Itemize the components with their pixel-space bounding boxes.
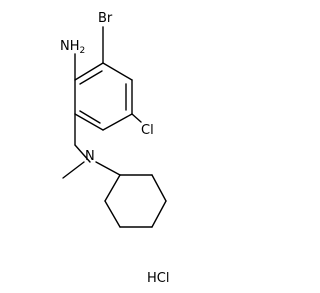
chlorine-label: Cl <box>141 123 154 138</box>
bond-methylene-to-nitrogen <box>74 144 91 163</box>
cyclohexane-bond-6 <box>104 174 121 202</box>
ring-double-bond-inner-a <box>79 70 103 85</box>
amine-label: NH2 <box>60 39 85 56</box>
ring-double-bond-inner-c <box>79 110 101 124</box>
ring-bond-4-5 <box>102 113 133 131</box>
bromine-label: Br <box>98 11 113 26</box>
cyclohexane-bond-2 <box>151 174 167 202</box>
molecule-figure: NH2 Br Cl N HCl <box>60 11 170 286</box>
structure-drawing: NH2 Br Cl N HCl <box>60 11 169 286</box>
salt-label: HCl <box>147 271 169 286</box>
cyclohexane-bond-5 <box>104 200 121 228</box>
ring-bond-5-6 <box>74 113 104 131</box>
bond-ring-to-chlorine <box>131 113 142 123</box>
cyclohexane-bond-3 <box>151 200 167 228</box>
bond-nitrogen-to-methyl <box>62 161 85 179</box>
ring-bond-2-3 <box>102 62 133 81</box>
nitrogen-label: N <box>85 149 95 164</box>
ring-bond-1-2 <box>74 62 104 81</box>
cyclohexane-ring <box>104 174 167 228</box>
bond-nitrogen-to-cyclohexyl <box>95 161 121 176</box>
benzene-ring <box>74 62 133 131</box>
